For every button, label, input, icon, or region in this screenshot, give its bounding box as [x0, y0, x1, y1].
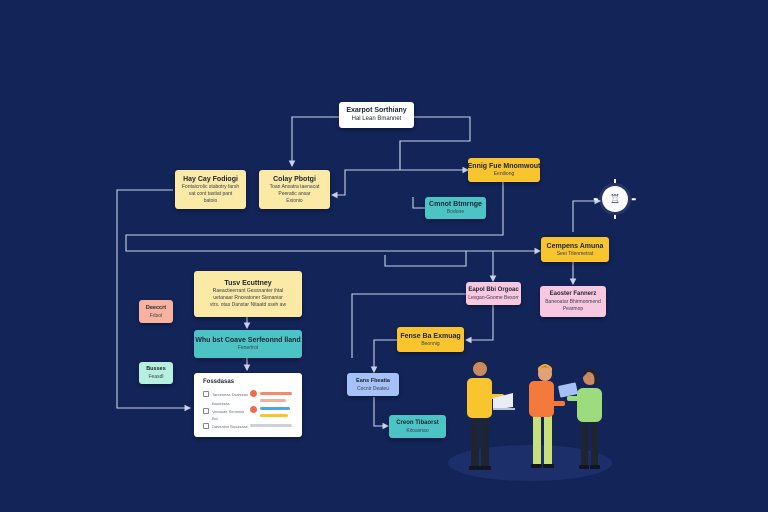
node-cream-big[interactable]: Tusv Ecuttney Raeactieerrant Gessnanter … [194, 271, 302, 317]
node-pink-b[interactable]: Eaoster Fannerz Baneoatar Bhirmonmend Pe… [540, 286, 606, 317]
node-salmon-sub: Fdsol [149, 312, 163, 319]
progress-bar [250, 424, 292, 427]
node-left-b[interactable]: Colay Pbotgi Toan Ansatra taenacat Peera… [259, 170, 330, 209]
node-pink-b-title: Eaoster Fannerz [549, 291, 597, 297]
connector [464, 304, 494, 344]
node-left-a-line3: batoio [203, 197, 218, 204]
connector [384, 250, 540, 267]
lightbulb-icon: ♖ [593, 179, 636, 219]
node-yellow-mid-title: Fense Ba Exmuag [400, 332, 461, 340]
node-left-b-line1: Toan Ansatra taenacat [269, 183, 320, 190]
node-blue-title: Eans Fbeatia [356, 377, 390, 384]
node-pink-b-line2: Pearmop [562, 306, 584, 312]
node-right-top-sub: Eeniliong [493, 171, 515, 177]
node-mint[interactable]: Busses Feasdl [139, 362, 173, 384]
connector [399, 141, 470, 174]
list-item[interactable]: Bauessas [203, 400, 230, 406]
list-item[interactable]: Vanosae Seonnse [203, 408, 244, 414]
list-panel-title: Fossdasas [203, 379, 235, 385]
list-item[interactable]: Tanreseas Dsaisean [203, 391, 248, 397]
progress-bar [260, 399, 286, 402]
node-teal-wide[interactable]: Whu bst Coave Serfeonnd lland Fenertrot [194, 330, 302, 358]
node-yellow-mid-sub: Beonnig [421, 340, 440, 347]
node-teal-wide-sub: Fenertrot [237, 345, 259, 351]
status-dot [250, 390, 257, 397]
row-label: Daseaton Bosasase [212, 423, 248, 429]
row-label: Bol [212, 415, 218, 421]
connector [572, 197, 602, 232]
node-teal-bot-title: Creon Tibaorst [396, 419, 439, 426]
lightbulb-glyph: ♖ [609, 192, 621, 206]
row-icon [203, 408, 209, 414]
connector [373, 397, 390, 430]
node-left-b-line2: Peeratic ansar [278, 190, 311, 197]
list-item[interactable]: Daseaton Bosasase [203, 423, 248, 429]
person-left [467, 358, 515, 470]
node-right-top[interactable]: Ennig Fue Mnomwout Eeniliong [468, 158, 540, 182]
person-right [558, 367, 602, 469]
connector [370, 339, 397, 374]
node-cream-big-line2: uetanaar Rnceatoner Sienaniar [213, 295, 283, 301]
row-icon [203, 391, 209, 397]
row-icon [203, 423, 209, 429]
connector [116, 189, 192, 412]
node-teal-mid-sub: Bodoire [446, 209, 465, 215]
node-pink-a-sub: Levgan-Goome Besorr [468, 294, 519, 301]
node-teal-mid-title: Cmnot Btmrnge [429, 201, 482, 208]
node-blue[interactable]: Eans Fbeatia Cocnir Deateu [347, 373, 399, 396]
node-teal-bot[interactable]: Creon Tibaorst Kitoasnao [389, 415, 446, 438]
node-left-b-line3: Exionio [286, 197, 303, 204]
node-teal-wide-title: Whu bst Coave Serfeonnd lland [195, 337, 301, 344]
node-pink-a[interactable]: Eapol Bbi Orgoac Levgan-Goome Besorr [466, 282, 521, 305]
connector [412, 197, 425, 209]
node-cream-big-title: Tusv Ecuttney [224, 280, 272, 287]
row-label: Tanreseas Dsaisean [212, 391, 249, 397]
node-salmon-title: Deeccrt [145, 304, 167, 311]
node-top-title: Exarpot Sorthiany [346, 107, 407, 114]
node-blue-sub: Cocnir Deateu [357, 385, 389, 392]
node-left-a-line2: vat cont tastiat pant [188, 190, 233, 197]
node-pink-b-line1: Baneoatar Bhirmonmend [545, 299, 601, 305]
node-right-mid-sub: Seei Ttlenmetrat [556, 250, 594, 257]
row-label: Bauessas [212, 400, 230, 406]
node-left-b-title: Colay Pbotgi [273, 175, 316, 183]
status-dot [250, 406, 257, 413]
progress-bar [260, 407, 290, 410]
progress-bar [260, 392, 292, 395]
node-right-mid[interactable]: Cempens Amuna Seei Ttlenmetrat [541, 237, 609, 262]
node-cream-big-line3: vtrs. otas Danstar Nitaatd sseh aw [209, 302, 287, 308]
list-panel[interactable]: Fossdasas Tanreseas Dsaisean Bauessas Va… [194, 373, 302, 437]
node-pink-a-title: Eapol Bbi Orgoac [468, 286, 519, 293]
node-left-a[interactable]: Hay Cay Fodiogi Fontaicrolic stabotry fa… [175, 170, 246, 209]
node-top[interactable]: Exarpot Sorthiany Hal Lean Bmannet [339, 102, 414, 128]
node-teal-mid[interactable]: Cmnot Btmrnge Bodoire [425, 197, 486, 219]
connector [125, 182, 542, 255]
node-top-sub: Hal Lean Bmannet [351, 116, 402, 122]
row-label: Vanosae Seonnse [212, 408, 245, 414]
person-middle [529, 364, 565, 468]
connector [351, 293, 466, 358]
node-salmon[interactable]: Deeccrt Fdsol [139, 300, 173, 323]
node-right-top-title: Ennig Fue Mnomwout [467, 163, 541, 170]
node-teal-bot-sub: Kitoasnao [406, 427, 429, 434]
progress-bar [260, 414, 288, 417]
node-right-mid-title: Cempens Amuna [546, 242, 604, 250]
node-yellow-mid[interactable]: Fense Ba Exmuag Beonnig [397, 327, 464, 352]
node-mint-sub: Feasdl [148, 374, 164, 380]
node-cream-big-line1: Raeactieerrant Gessnanter ihtal [212, 288, 284, 294]
node-left-a-line1: Fontaicrolic stabotry farsh [181, 183, 240, 190]
connector [288, 116, 339, 168]
list-item[interactable]: Bol [203, 415, 218, 421]
node-mint-title: Busses [146, 366, 166, 372]
node-left-a-title: Hay Cay Fodiogi [183, 175, 238, 183]
